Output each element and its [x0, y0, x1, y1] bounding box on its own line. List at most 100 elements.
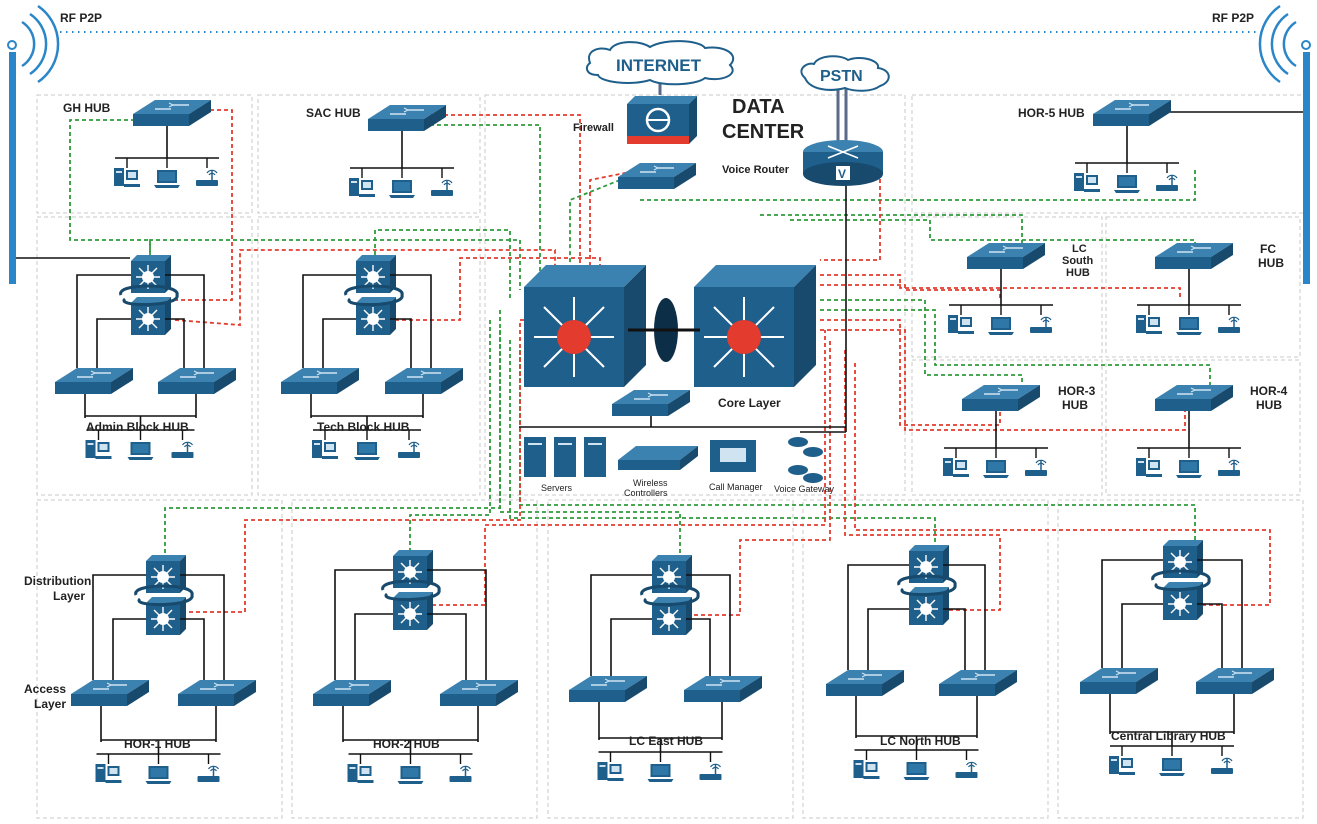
- lc-north-hub-access-switch-right-icon: [938, 669, 1018, 697]
- admin-block-hub-laptop-icon: [127, 442, 154, 460]
- rf-left-label: RF P2P: [60, 11, 102, 25]
- hub-label-sac: SAC HUB: [306, 106, 361, 120]
- lc-east-hub-access-point-icon: [698, 763, 723, 781]
- svg-text:V: V: [838, 167, 846, 181]
- hor1-hub-pc-icon: [95, 764, 122, 783]
- gh-hub-switch-icon: [132, 99, 212, 127]
- lc-south-hub-switch-icon: [966, 242, 1046, 270]
- central-library-hub-pc-icon: [1109, 756, 1135, 775]
- hub-label-admin: Admin Block HUB: [86, 420, 189, 434]
- rf-p2p-link: [7, 4, 1311, 284]
- hub-label-fc-1: FC: [1260, 242, 1276, 256]
- voice-router-label: Voice Router: [722, 164, 790, 176]
- gh-hub-access-point-icon: [195, 169, 219, 187]
- admin-block-hub-access-switch-right-icon: [157, 367, 237, 395]
- hub-label-lc-south-3: HUB: [1066, 267, 1090, 279]
- hor1-hub-access-point-icon: [196, 765, 221, 783]
- hor4-hub-switch-icon: [1154, 384, 1234, 412]
- call-manager-icon: [710, 440, 756, 472]
- wireless-label-2: Controllers: [624, 488, 668, 498]
- hor1-hub-access-switch-right-icon: [177, 679, 257, 707]
- dc-edge-switch-icon: [617, 162, 697, 190]
- tech-block-hub-access-point-icon: [397, 441, 421, 459]
- sac-hub-laptop-icon: [389, 180, 415, 198]
- lc-north-hub-access-switch-left-icon: [825, 669, 905, 697]
- fc-hub-laptop-icon: [1176, 317, 1202, 335]
- hub-label-hor5: HOR-5 HUB: [1018, 106, 1085, 120]
- hubs-layer: [54, 99, 1275, 784]
- hor3-hub-switch-icon: [961, 384, 1041, 412]
- sac-hub-switch-icon: [367, 104, 447, 132]
- hor2-hub-pc-icon: [347, 764, 374, 783]
- hor2-hub-access-switch-left-icon: [312, 679, 392, 707]
- fc-hub-pc-icon: [1136, 315, 1162, 334]
- servers-icon: [524, 437, 606, 477]
- hor4-hub-pc-icon: [1136, 458, 1162, 477]
- hor5-hub-pc-icon: [1074, 173, 1100, 192]
- hub-label-hor4-1: HOR-4: [1250, 384, 1288, 398]
- hor2-hub-access-point-icon: [448, 765, 473, 783]
- hub-label-hor3-1: HOR-3: [1058, 384, 1096, 398]
- datacenter-line2: CENTER: [722, 121, 805, 143]
- right-antenna-icon: [1303, 52, 1310, 284]
- hor4-hub-access-point-icon: [1217, 459, 1241, 477]
- core-layer-label: Core Layer: [718, 396, 781, 410]
- admin-block-hub-pc-icon: [85, 440, 112, 459]
- lc-east-hub-access-switch-left-icon: [568, 675, 648, 703]
- lc-east-hub-access-switch-right-icon: [683, 675, 763, 703]
- tech-block-hub-access-switch-right-icon: [384, 367, 464, 395]
- hor3-hub-access-point-icon: [1024, 459, 1048, 477]
- internet-label: INTERNET: [616, 56, 702, 75]
- hor3-hub-laptop-icon: [983, 460, 1009, 478]
- sac-hub-access-point-icon: [430, 179, 454, 197]
- fc-hub-switch-icon: [1154, 242, 1234, 270]
- hor2-hub-access-switch-right-icon: [439, 679, 519, 707]
- internet-cloud: [585, 40, 735, 86]
- call-manager-label: Call Manager: [709, 482, 763, 492]
- hor5-hub-laptop-icon: [1114, 175, 1140, 193]
- access-layer-label-2: Layer: [34, 697, 66, 711]
- hub-label-hor3-2: HUB: [1062, 398, 1088, 412]
- fc-hub-access-point-icon: [1217, 316, 1241, 334]
- hub-label-lc-south-1: LC: [1072, 243, 1087, 255]
- core-access-switch-icon: [611, 389, 691, 417]
- hub-label-lc-south-2: South: [1062, 255, 1093, 267]
- gh-hub-laptop-icon: [154, 170, 180, 188]
- hor5-hub-access-point-icon: [1155, 174, 1179, 192]
- tech-block-hub-pc-icon: [312, 440, 338, 459]
- central-library-hub-laptop-icon: [1159, 758, 1185, 776]
- lc-north-hub-pc-icon: [853, 760, 880, 779]
- hor4-hub-laptop-icon: [1176, 460, 1202, 478]
- left-antenna-icon: [9, 52, 16, 284]
- hub-label-hor2: HOR-2 HUB: [373, 737, 440, 751]
- distribution-layer-label-1: Distribution: [24, 574, 91, 588]
- central-library-hub-access-switch-right-icon: [1195, 667, 1275, 695]
- lc-north-hub-access-point-icon: [954, 761, 979, 779]
- access-layer-label-1: Access: [24, 682, 66, 696]
- lc-east-hub-laptop-icon: [647, 764, 674, 782]
- hub-label-lc-east: LC East HUB: [629, 734, 703, 748]
- firewall-label: Firewall: [573, 122, 614, 134]
- solid-links: [16, 68, 1303, 433]
- central-library-hub-access-point-icon: [1210, 757, 1234, 775]
- hor1-hub-access-switch-left-icon: [70, 679, 150, 707]
- admin-block-hub-access-switch-left-icon: [54, 367, 134, 395]
- hub-label-gh: GH HUB: [63, 101, 111, 115]
- lc-south-hub-access-point-icon: [1029, 316, 1053, 334]
- uplinks: [69, 109, 1271, 616]
- hub-label-lc-north: LC North HUB: [880, 734, 961, 748]
- voice-router-icon: V: [803, 140, 883, 186]
- tech-block-hub-laptop-icon: [354, 442, 380, 460]
- hub-boxes: [36, 94, 1305, 819]
- core-switch-left-icon: [523, 264, 647, 388]
- firewall-icon: [627, 96, 697, 144]
- lc-south-hub-pc-icon: [948, 315, 974, 334]
- gh-hub-pc-icon: [114, 168, 140, 187]
- servers-label: Servers: [541, 483, 573, 493]
- voice-gateway-label: Voice Gateway: [774, 484, 835, 494]
- hub-label-hor4-2: HUB: [1256, 398, 1282, 412]
- admin-block-hub-access-point-icon: [170, 441, 195, 459]
- lc-east-hub-pc-icon: [597, 762, 624, 781]
- core-switch-right-icon: [693, 264, 817, 388]
